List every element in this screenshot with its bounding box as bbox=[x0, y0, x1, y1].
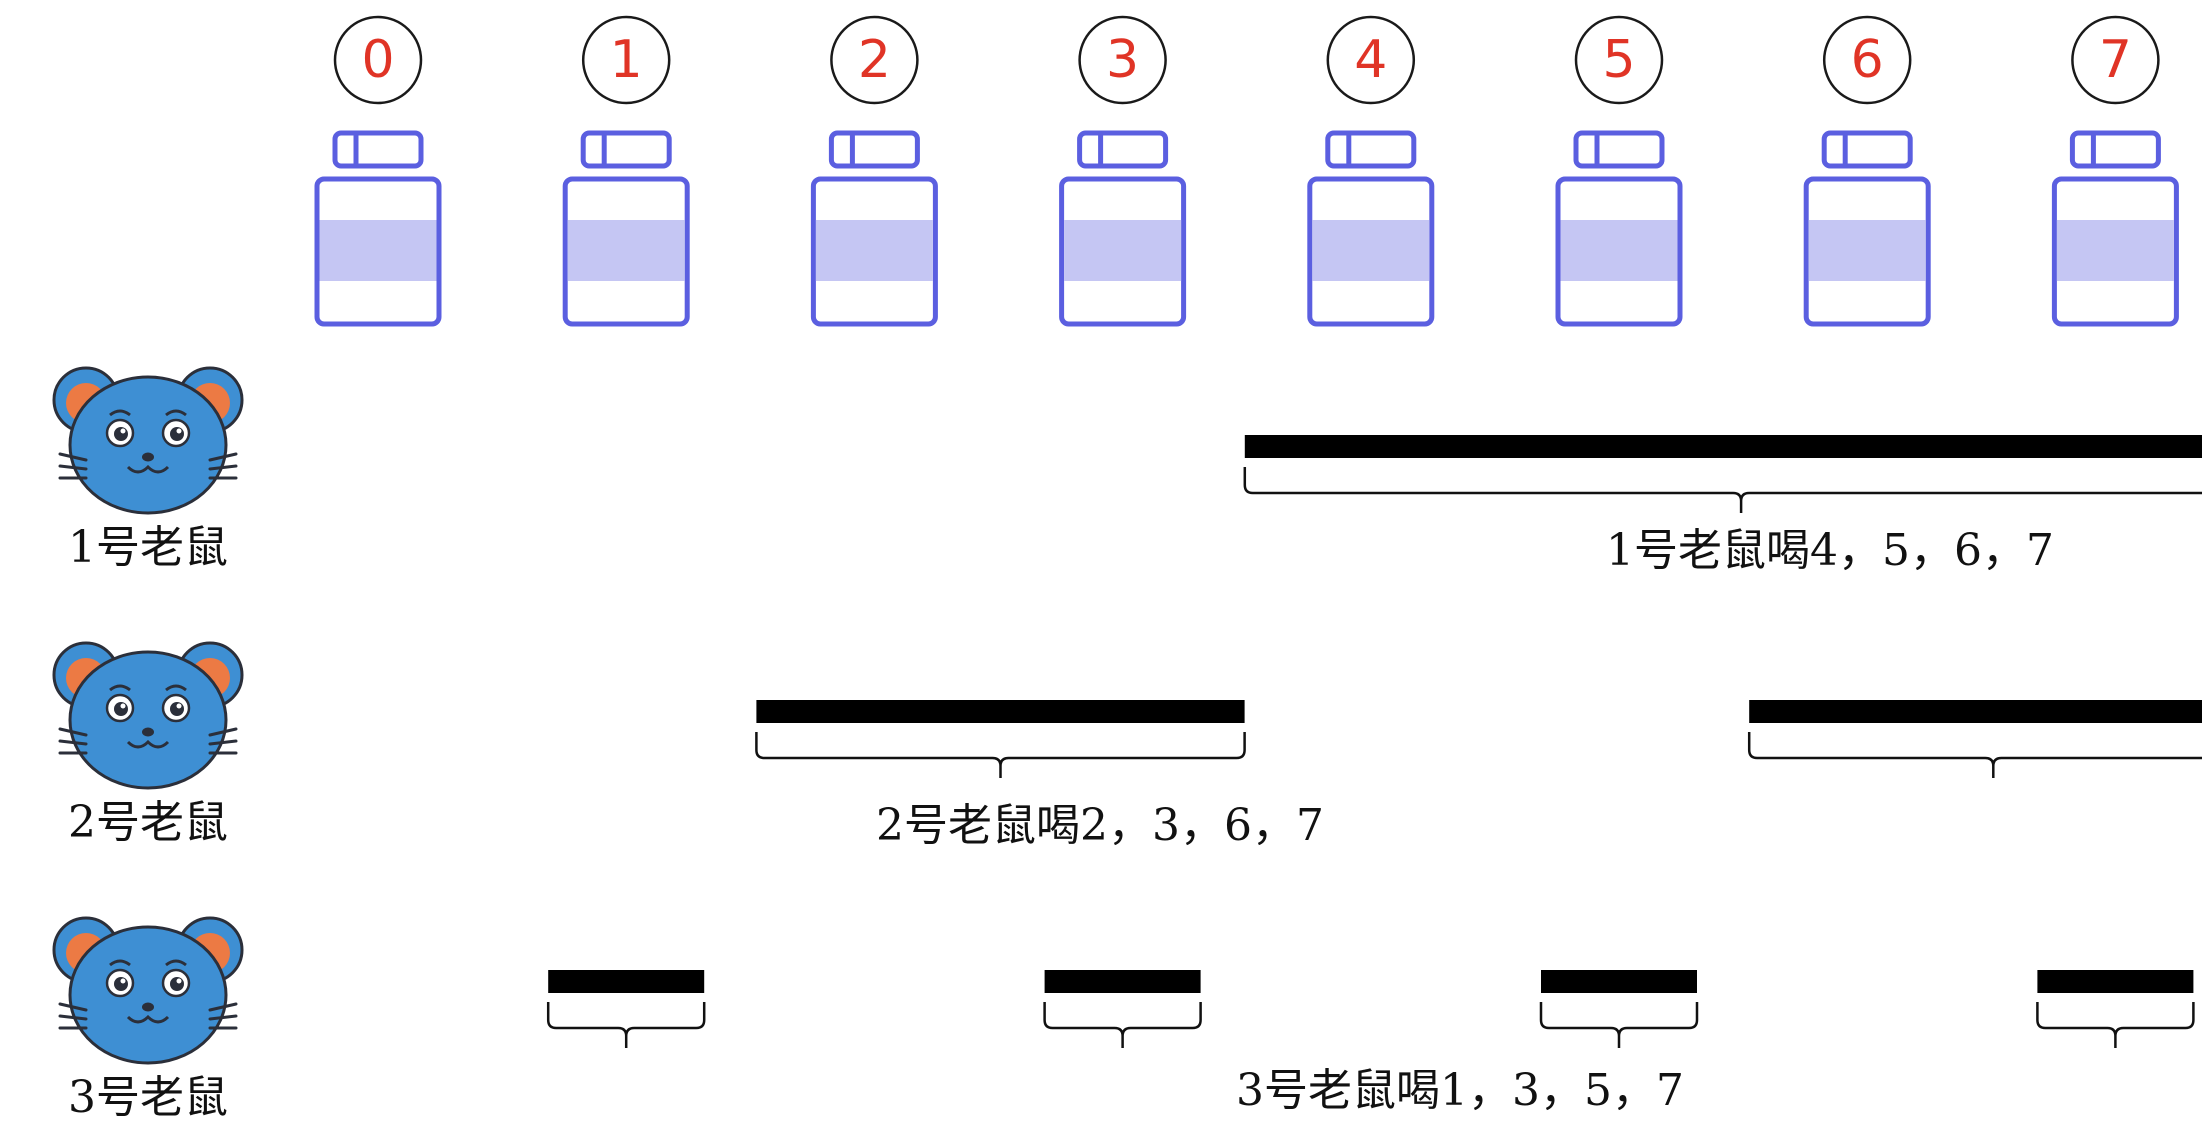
bottle-number-label: 5 bbox=[1602, 30, 1635, 90]
bottle-number-label: 7 bbox=[2099, 30, 2132, 90]
bottle-liquid bbox=[1808, 220, 1926, 281]
bottle-cap bbox=[2069, 130, 2161, 169]
bottle-0: 0 bbox=[314, 15, 442, 327]
rat-2: 2号老鼠 bbox=[52, 641, 244, 848]
bottle-number-label: 0 bbox=[361, 30, 394, 90]
bottle-5: 5 bbox=[1555, 15, 1683, 327]
rat-name-label: 1号老鼠 bbox=[68, 522, 228, 573]
rat-name-label: 3号老鼠 bbox=[68, 1072, 228, 1123]
bottle-number-circle bbox=[830, 15, 919, 105]
bottle-cap bbox=[332, 130, 424, 169]
bottles-row: 0 1 2 3 4 5 6 7 bbox=[314, 15, 2179, 327]
drink-bars: 1号老鼠喝4，5，6，7 2号老鼠喝2，3，6，7 3号老鼠喝1，3，5，7 bbox=[546, 435, 2202, 1116]
bottle-1: 1 bbox=[562, 15, 690, 327]
bottle-liquid bbox=[1064, 220, 1182, 281]
bottle-number-circle bbox=[2071, 15, 2160, 105]
bottle-number-label: 1 bbox=[610, 30, 643, 90]
drink-bar bbox=[1749, 700, 2202, 723]
bottle-liquid bbox=[2056, 220, 2174, 281]
bottle-number-label: 4 bbox=[1354, 30, 1387, 90]
brace bbox=[1243, 467, 2202, 513]
bottle-liquid bbox=[815, 220, 933, 281]
drinks-label: 3号老鼠喝1，3，5，7 bbox=[1236, 1065, 1684, 1116]
rats-column: 1号老鼠 2号老鼠 3号老鼠 bbox=[52, 366, 244, 1123]
bottle-6: 6 bbox=[1803, 15, 1931, 327]
bottle-4: 4 bbox=[1307, 15, 1435, 327]
drink-bar bbox=[548, 970, 705, 993]
bottle-number-circle bbox=[333, 15, 423, 105]
bottle-number-circle bbox=[581, 15, 671, 105]
bottle-cap bbox=[1821, 130, 1913, 169]
brace bbox=[2036, 1002, 2195, 1048]
rat-2-drinks: 2号老鼠喝2，3，6，7 bbox=[755, 700, 2202, 851]
bottle-number-circle bbox=[1574, 15, 1664, 105]
bottle-liquid bbox=[1560, 220, 1678, 281]
drink-bar bbox=[1541, 970, 1697, 993]
bottle-cap bbox=[1573, 130, 1665, 169]
drink-bar bbox=[1244, 435, 2202, 458]
rat-3-drinks: 3号老鼠喝1，3，5，7 bbox=[546, 970, 2195, 1116]
drink-bar bbox=[756, 700, 1245, 723]
drink-bar bbox=[1044, 970, 1201, 993]
bottle-number-label: 3 bbox=[1106, 30, 1139, 90]
bottle-2: 2 bbox=[810, 15, 938, 327]
drinks-label: 1号老鼠喝4，5，6，7 bbox=[1606, 525, 2054, 576]
bottle-cap bbox=[828, 130, 920, 169]
rat-face-icon bbox=[52, 916, 244, 1065]
bottle-liquid bbox=[567, 220, 685, 281]
brace bbox=[1043, 1002, 1202, 1048]
rat-face-icon bbox=[52, 366, 244, 515]
bottle-liquid bbox=[1312, 220, 1430, 281]
bottle-number-circle bbox=[1822, 15, 1912, 105]
bottle-cap bbox=[1325, 130, 1417, 169]
brace bbox=[546, 1002, 706, 1048]
rat-face-icon bbox=[52, 641, 244, 790]
brace bbox=[1747, 732, 2202, 778]
bottle-3: 3 bbox=[1059, 15, 1187, 327]
bottle-liquid bbox=[319, 220, 437, 281]
bottle-number-label: 2 bbox=[858, 30, 891, 90]
bottle-number-label: 6 bbox=[1851, 30, 1884, 90]
bottle-cap bbox=[580, 130, 672, 169]
bottle-number-circle bbox=[1078, 15, 1167, 105]
rat-3: 3号老鼠 bbox=[52, 916, 244, 1123]
rat-1-drinks: 1号老鼠喝4，5，6，7 bbox=[1243, 435, 2202, 576]
bottle-7: 7 bbox=[2051, 15, 2179, 327]
drink-bar bbox=[2037, 970, 2194, 993]
bottle-cap bbox=[1077, 130, 1169, 169]
rat-name-label: 2号老鼠 bbox=[68, 797, 228, 848]
drinks-label: 2号老鼠喝2，3，6，7 bbox=[876, 800, 1324, 851]
brace bbox=[755, 732, 1246, 778]
bottle-number-circle bbox=[1326, 15, 1416, 105]
brace bbox=[1539, 1002, 1699, 1048]
rat-1: 1号老鼠 bbox=[52, 366, 244, 573]
